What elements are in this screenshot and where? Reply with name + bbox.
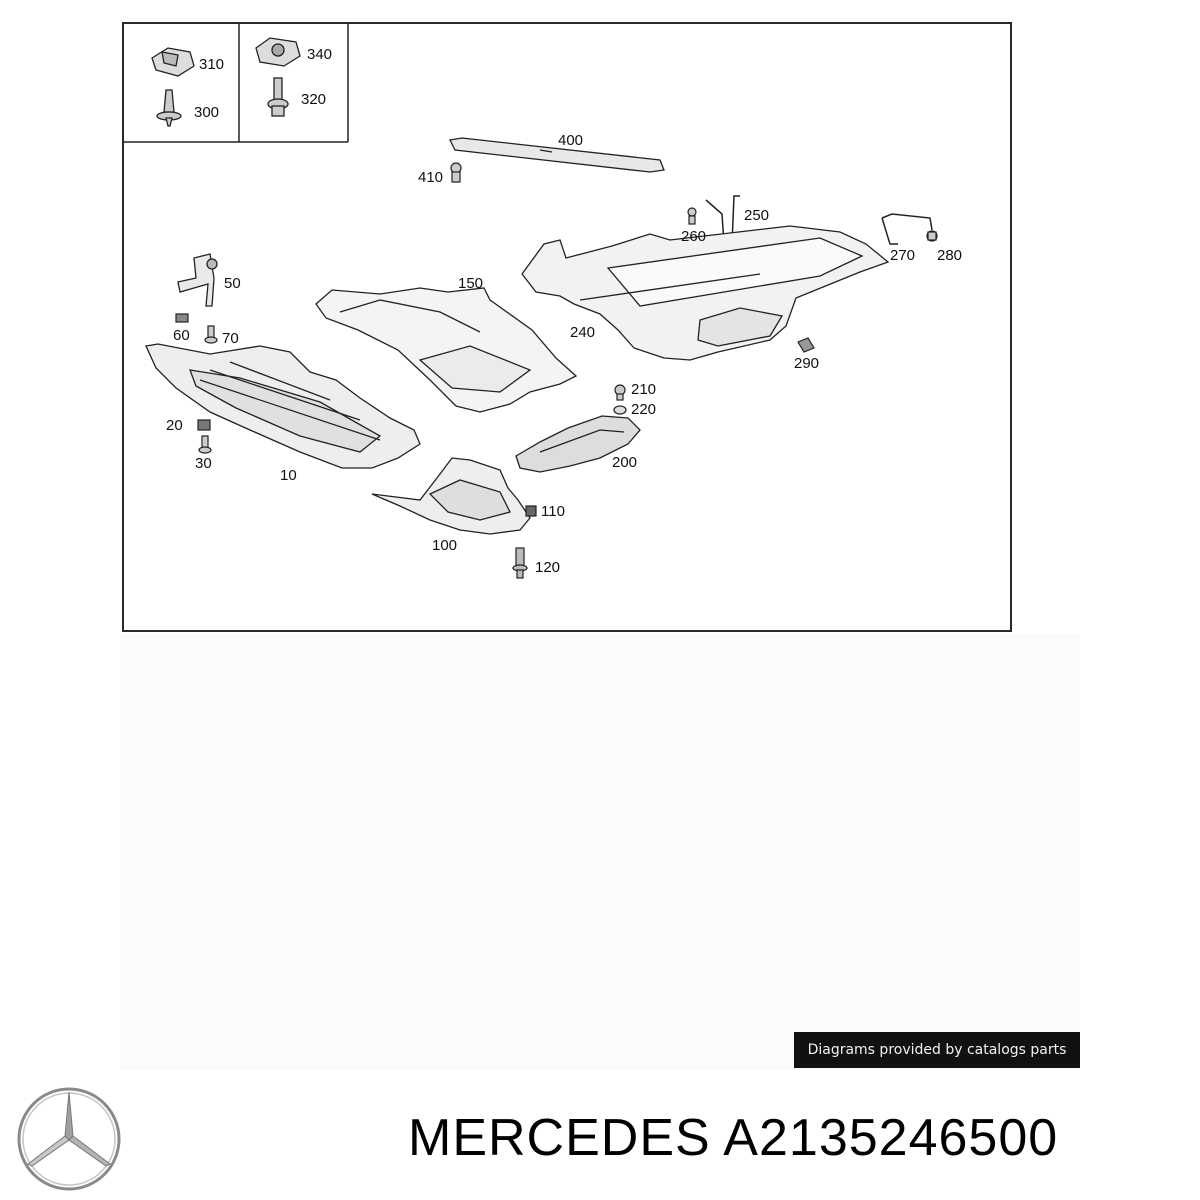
callout-250: 250 <box>744 207 769 224</box>
clip-20-icon <box>197 419 211 431</box>
callout-100: 100 <box>432 537 457 554</box>
clip-110-icon <box>525 505 537 517</box>
callout-320: 320 <box>301 91 326 108</box>
callout-70: 70 <box>222 330 239 347</box>
callout-200: 200 <box>612 454 637 471</box>
clip-260-icon <box>687 207 697 225</box>
callout-240: 240 <box>570 324 595 341</box>
underbody-panel-240-icon <box>521 225 890 361</box>
bolt-210-icon <box>614 384 626 401</box>
mercedes-star-icon <box>17 1087 121 1191</box>
callout-280: 280 <box>937 247 962 264</box>
callout-110: 110 <box>541 503 565 520</box>
front-underbody-10-icon <box>145 343 421 469</box>
callout-30: 30 <box>195 455 212 472</box>
screw-70-icon <box>204 325 218 344</box>
screw-120-icon <box>512 547 528 579</box>
heat-shield-200-icon <box>515 415 641 473</box>
callout-310: 310 <box>199 56 224 73</box>
callout-410: 410 <box>418 169 443 186</box>
callout-340: 340 <box>307 46 332 63</box>
bolt-320-icon <box>267 77 289 117</box>
callout-210: 210 <box>631 381 656 398</box>
inset-boxes <box>123 23 349 143</box>
panel-100-icon <box>371 457 531 535</box>
engine-cover-150-icon <box>315 287 578 413</box>
callout-50: 50 <box>224 275 241 292</box>
callout-220: 220 <box>631 401 656 418</box>
callout-400: 400 <box>558 132 583 149</box>
nut-60-icon <box>175 313 189 323</box>
crossbar-400-icon <box>449 137 665 173</box>
callout-290: 290 <box>794 355 819 372</box>
diagram-frame <box>122 22 1012 632</box>
bracket-270-icon <box>881 213 933 245</box>
clip-310-icon <box>151 47 195 77</box>
bracket-50-icon <box>177 253 218 307</box>
clip-280-icon <box>926 230 938 242</box>
callout-150: 150 <box>458 275 483 292</box>
washer-220-icon <box>613 405 627 415</box>
background-panel <box>120 634 1080 1070</box>
callout-270: 270 <box>890 247 915 264</box>
callout-20: 20 <box>166 417 183 434</box>
parts-diagram: 310 300 340 320 400 410 250 260 270 280 … <box>123 23 962 579</box>
clip-290-icon <box>797 337 815 353</box>
callout-120: 120 <box>535 559 560 576</box>
callout-300: 300 <box>194 104 219 121</box>
rivet-300-icon <box>156 89 182 127</box>
credit-banner: Diagrams provided by catalogs parts <box>794 1032 1080 1068</box>
screw-30-icon <box>198 435 212 454</box>
brand-heading: MERCEDES A2135246500 <box>408 1108 1058 1168</box>
bolt-410-icon <box>450 162 462 183</box>
callout-10: 10 <box>280 467 297 484</box>
part-number: A2135246500 <box>723 1109 1059 1167</box>
callout-260: 260 <box>681 228 706 245</box>
callout-60: 60 <box>173 327 190 344</box>
brand-name: MERCEDES <box>408 1109 711 1167</box>
callout-labels: 310 300 340 320 400 410 250 260 270 280 … <box>166 46 962 576</box>
nut-340-icon <box>255 37 301 67</box>
